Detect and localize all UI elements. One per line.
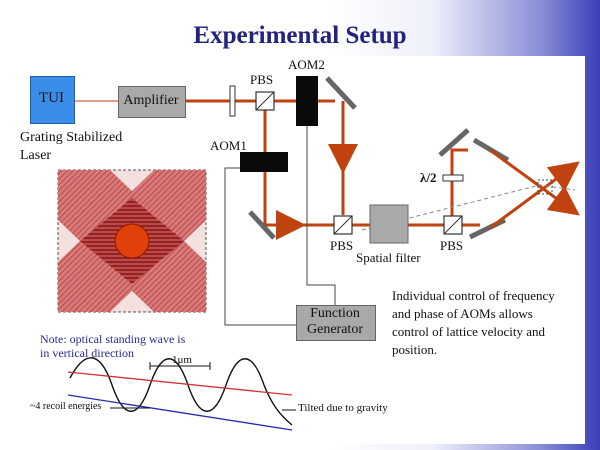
beam-aom1-down [263,172,306,240]
beam-pbs3-up [450,148,468,218]
waveplate-1 [229,85,236,117]
pbs2-label: PBS [330,238,354,253]
spatial-filter-box [369,204,409,244]
mirror-top [325,76,357,110]
lattice-diagram [57,169,207,313]
function-generator-label-2: Generator [307,322,363,337]
page-title: Experimental Setup [193,22,407,49]
laser-label-2: Laser [20,148,52,163]
pbs-cube-1 [255,91,275,111]
lambda-half-plate [442,174,464,182]
tui-label: TUI [39,90,64,106]
note-line-1: Note: optical standing wave is [40,332,186,346]
amplifier-label: Amplifier [123,93,179,108]
micron-label: 1μm [172,354,192,366]
aom2-crystal [296,76,318,126]
function-generator-label-1: Function [310,306,360,321]
red-tilt-line [67,371,293,396]
mirror-right-top-a [438,128,470,157]
mirror-lower-left [248,210,276,240]
desc-line-3: control of lattice velocity and [392,324,546,339]
function-generator-box [296,305,376,341]
aom1-crystal [240,152,288,172]
pbs-cube-3 [443,215,463,235]
desc-line-4: position. [392,342,438,357]
crossing-region [537,179,553,195]
atom-cloud [114,223,150,259]
desc-line-1: Individual control of frequency [392,288,555,303]
pbs3-label: PBS [440,238,464,253]
pbs1-label: PBS [250,72,274,87]
beam-cross-down [489,161,580,230]
recoil-label: ~4 recoil energies [30,401,102,412]
tilted-label: Tilted due to gravity [298,402,388,414]
lambda-half-label: λ/2 [420,170,437,185]
tui-box [30,76,75,124]
blue-tilt-line [67,394,293,431]
note-line-2: in vertical direction [40,346,134,360]
potential-diagram [67,357,296,431]
amplifier-box [118,86,186,118]
wire-aom1 [224,167,296,326]
aom2-label: AOM2 [288,57,325,72]
dashed-overlay [361,184,576,231]
desc-line-2: and phase of AOMs allows [392,306,533,321]
spatial-filter-label: Spatial filter [356,250,421,265]
laser-label-1: Grating Stabilized [20,130,123,145]
beam-cross-up [489,148,580,216]
pbs-cube-2 [333,215,353,235]
aom1-label: AOM1 [210,138,247,153]
wire-aom2 [306,126,336,305]
